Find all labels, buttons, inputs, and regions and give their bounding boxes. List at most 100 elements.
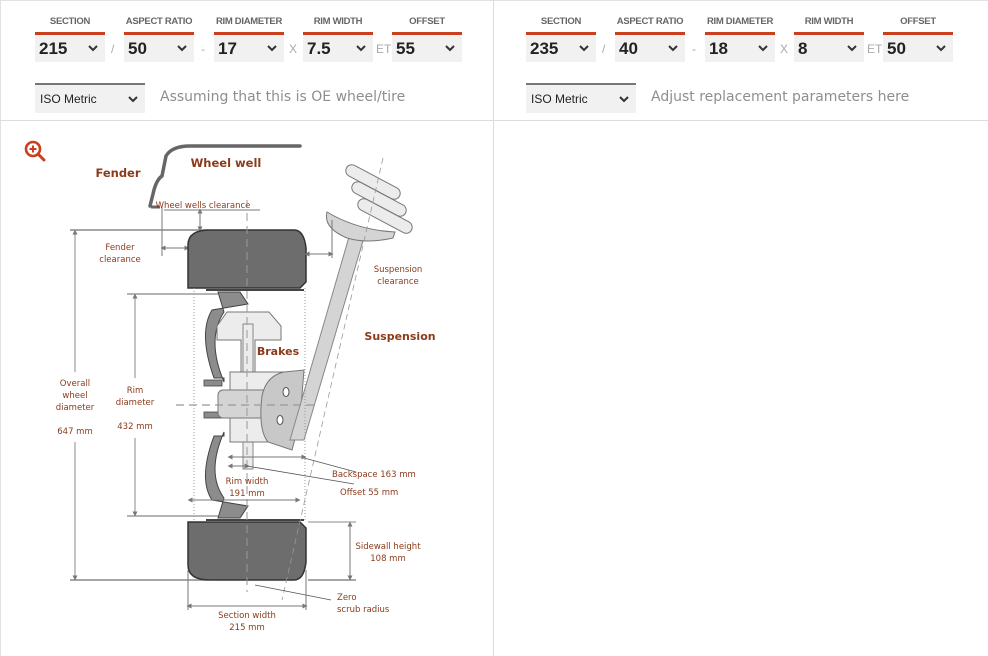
section-width-label: SECTION WIDTH [49, 16, 91, 43]
chevron-down-icon [758, 45, 768, 52]
chevron-down-icon [356, 45, 366, 52]
chevron-down-icon [936, 45, 946, 52]
separator-x: X [780, 42, 789, 56]
separator-dash: - [692, 42, 696, 56]
rim-width-select[interactable]: 8 [794, 32, 864, 62]
rim-width-value: 191 mm [229, 489, 265, 499]
separator-et: ET [867, 42, 883, 56]
section-width-value: 215 [39, 39, 68, 58]
chevron-down-icon [88, 45, 98, 52]
separator-slash: / [602, 42, 606, 56]
replacement-panel: SECTION WIDTH 235 / ASPECT RATIO 40 - RI… [494, 0, 988, 656]
original-panel: SECTION WIDTH 215 / ASPECT RATIO 50 - RI… [0, 0, 494, 656]
section-width-label: Section width [218, 611, 276, 621]
offset-select[interactable]: 55 [392, 32, 462, 62]
unit-system-select[interactable]: ISO Metric [526, 83, 636, 113]
scrub-radius-label: scrub radius [337, 605, 390, 615]
section-width-field: SECTION WIDTH 215 [35, 14, 105, 62]
zoom-in-icon[interactable] [24, 140, 46, 162]
chevron-down-icon [847, 45, 857, 52]
rim-width-select[interactable]: 7.5 [303, 32, 373, 62]
knuckle-bolt-hole [276, 415, 284, 425]
section-width-field: SECTION WIDTH 235 [526, 14, 596, 62]
rim-diameter-select[interactable]: 17 [214, 32, 284, 62]
fender-clearance-label: Fender [105, 243, 135, 253]
fender-clearance-label: clearance [99, 255, 140, 265]
offset-leader [246, 465, 355, 485]
spring-seat [325, 211, 396, 242]
lug-stud [203, 379, 223, 387]
aspect-ratio-label: ASPECT RATIO [616, 16, 684, 27]
overall-diameter-label: diameter [56, 403, 95, 413]
suspension-clearance-label: clearance [377, 277, 418, 287]
offset-value: 55 [396, 39, 415, 58]
offset-select[interactable]: 50 [883, 32, 953, 62]
rim-diameter-value: 17 [218, 39, 237, 58]
steering-axis [281, 157, 384, 601]
sidewall-height-value: 108 mm [370, 554, 406, 564]
rim-diameter-label: Rim [127, 386, 144, 396]
aspect-ratio-select[interactable]: 50 [124, 32, 194, 62]
rim-spoke-bottom [204, 431, 249, 519]
offset-label: OFFSET [409, 16, 445, 27]
rim-diameter-label: diameter [116, 398, 155, 408]
fender-outline [148, 144, 302, 208]
section-width-label: SECTION WIDTH [540, 16, 582, 43]
rim-width-field: RIM WIDTH 8 [794, 14, 864, 62]
rim-diameter-label: RIM DIAMETER [706, 16, 774, 27]
rim-diameter-value: 18 [709, 39, 728, 58]
section-width-select[interactable]: 235 [526, 32, 596, 62]
suspension-clearance-label: Suspension [374, 265, 423, 275]
offset-field: OFFSET 55 [392, 14, 462, 62]
knuckle-bolt-hole [282, 387, 290, 397]
backspace-label: Backspace 163 mm [332, 470, 416, 480]
section-width-value: 215 mm [229, 623, 265, 633]
section-width-select[interactable]: 215 [35, 32, 105, 62]
scrub-radius-label: Zero [337, 593, 357, 603]
offset-label: OFFSET [900, 16, 936, 27]
unit-system-value: ISO Metric [40, 92, 97, 106]
aspect-ratio-select[interactable]: 40 [615, 32, 685, 62]
scrub-leader [254, 584, 332, 601]
overall-diameter-label: Overall [60, 379, 90, 389]
rim-diameter-field: RIM DIAMETER 17 [214, 14, 284, 62]
wheel-well-label: Wheel well [191, 156, 262, 170]
backspace-leader [303, 457, 357, 473]
separator-slash: / [111, 42, 115, 56]
overall-diameter-label: wheel [62, 391, 87, 401]
wheel-wells-clearance-label: Wheel wells clearance [156, 201, 251, 211]
unit-system-value: ISO Metric [531, 92, 588, 106]
chevron-down-icon [177, 45, 187, 52]
suspension-label: Suspension [364, 330, 435, 343]
separator-et: ET [376, 42, 392, 56]
aspect-ratio-field: ASPECT RATIO 40 [615, 14, 685, 62]
rim-diameter-field: RIM DIAMETER 18 [705, 14, 775, 62]
rim-diameter-label: RIM DIAMETER [215, 16, 283, 27]
overall-diameter-value: 647 mm [57, 427, 93, 437]
offset-field: OFFSET 50 [883, 14, 953, 62]
section-width-value: 235 [530, 39, 559, 58]
original-controls: SECTION WIDTH 215 / ASPECT RATIO 50 - RI… [0, 0, 494, 121]
rim-width-label: RIM WIDTH [804, 16, 854, 27]
rim-width-label: RIM WIDTH [313, 16, 363, 27]
rim-width-value: 7.5 [307, 39, 331, 58]
chevron-down-icon [445, 45, 455, 52]
separator-x: X [289, 42, 298, 56]
aspect-ratio-label: ASPECT RATIO [125, 16, 193, 27]
rim-width-field: RIM WIDTH 7.5 [303, 14, 373, 62]
offset-value: 50 [887, 39, 906, 58]
brakes-label: Brakes [257, 345, 300, 358]
fender-label: Fender [95, 166, 140, 180]
aspect-ratio-value: 50 [128, 39, 147, 58]
aspect-ratio-value: 40 [619, 39, 638, 58]
unit-system-select[interactable]: ISO Metric [35, 83, 145, 113]
chevron-down-icon [267, 45, 277, 52]
replacement-controls: SECTION WIDTH 235 / ASPECT RATIO 40 - RI… [494, 0, 988, 121]
chevron-down-icon [579, 45, 589, 52]
offset-label: Offset 55 mm [340, 488, 398, 498]
rim-diameter-select[interactable]: 18 [705, 32, 775, 62]
panel-hint: Adjust replacement parameters here [651, 89, 910, 105]
chevron-down-icon [128, 96, 138, 103]
